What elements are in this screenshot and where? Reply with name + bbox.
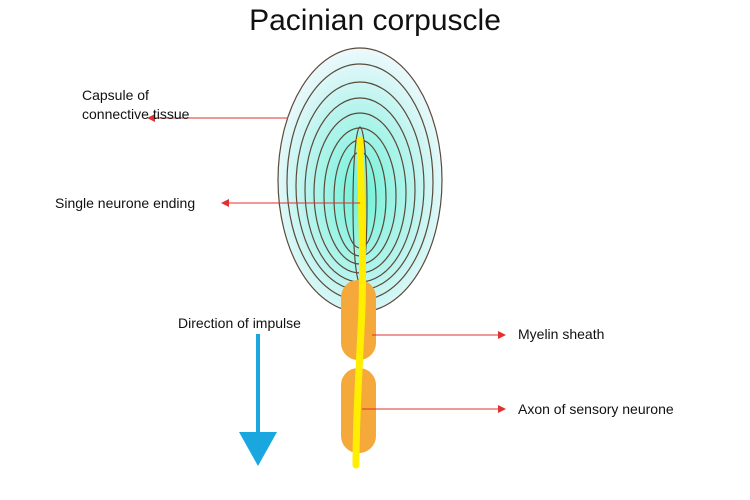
label-capsule-line1: Capsule of: [82, 87, 149, 103]
label-direction: Direction of impulse: [178, 315, 301, 331]
axon-fibre: [352, 136, 367, 469]
impulse-direction-arrow-icon: [239, 334, 277, 466]
label-capsule-line2: connective tissue: [82, 106, 190, 122]
diagram-title: Pacinian corpuscle: [249, 4, 501, 37]
label-myelin: Myelin sheath: [518, 326, 605, 342]
label-axon: Axon of sensory neurone: [518, 401, 674, 417]
label-neurone-ending: Single neurone ending: [55, 195, 196, 211]
